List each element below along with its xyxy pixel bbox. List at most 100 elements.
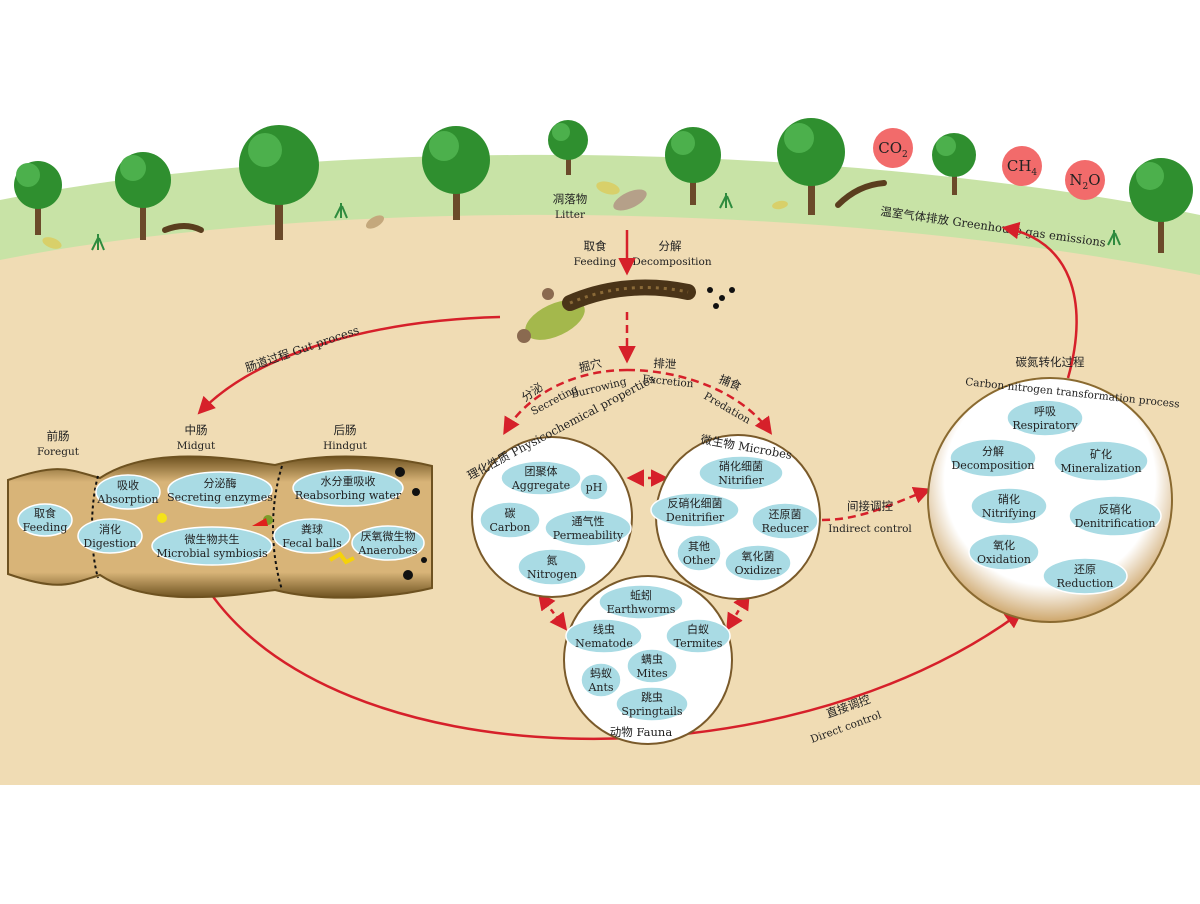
oval-label-en: Other — [683, 554, 716, 567]
millipede-icons — [162, 180, 887, 233]
oval-shape — [517, 548, 587, 586]
tree-icon — [422, 126, 490, 220]
oval-shape — [626, 648, 678, 684]
tree-icon — [239, 125, 319, 240]
gas-bubble: CH4 — [1002, 146, 1042, 186]
oval-shape — [598, 584, 684, 620]
oval-label-en: Nitrifier — [718, 474, 764, 487]
oval-label-cn: 水分重吸收 — [321, 474, 376, 488]
gut-process-arrow — [197, 315, 501, 415]
oval-label-en: Fecal balls — [282, 537, 342, 550]
oval-label-en: Denitrification — [1075, 517, 1156, 530]
foregut-label-cn: 前肠 — [47, 429, 70, 443]
indirect-control-en: Indirect control — [828, 523, 912, 535]
oval-shape — [665, 618, 731, 654]
gas-formula: CH4 — [1007, 157, 1038, 178]
oval-label-en: Secreting enzymes — [167, 491, 273, 504]
millipede-icon — [517, 279, 735, 343]
oval-label-en: Nitrogen — [527, 568, 577, 581]
oval-label-cn: 硝化细菌 — [719, 459, 763, 473]
gas-circle — [873, 128, 913, 168]
oval-label-cn: 呼吸 — [1034, 405, 1056, 418]
oval-shape — [970, 487, 1048, 525]
oval-label-en: Nematode — [575, 637, 633, 650]
oval-shape — [273, 518, 351, 554]
oval-label-cn: 线虫 — [593, 622, 615, 636]
oval-label-en: Earthworms — [607, 603, 676, 616]
oval-label-en: Anaerobes — [357, 544, 418, 557]
tree-icon — [548, 120, 588, 175]
oval-label-cn: 反硝化 — [1099, 502, 1132, 516]
oval-label-cn: 硝化 — [998, 492, 1020, 506]
foregut-label-en: Foregut — [37, 446, 80, 458]
oval-shape — [698, 455, 784, 491]
oval-label-cn: 粪球 — [301, 522, 323, 536]
oval-label-cn: 分解 — [982, 444, 1004, 458]
emission-arrow — [1001, 221, 1078, 379]
oval-shape — [500, 460, 582, 496]
oval-item: pH — [579, 473, 609, 501]
gas-bubble: CO2 — [873, 128, 913, 168]
gas-formula: CO2 — [878, 139, 908, 160]
oval-label-cn: 分泌酶 — [204, 477, 237, 490]
oval-label-en: Permeability — [553, 529, 624, 542]
oval-label-cn: 还原菌 — [769, 508, 802, 521]
oval-label-en: Microbial symbiosis — [156, 547, 268, 560]
soil-action-arrow-left — [503, 368, 628, 436]
oval-shape — [1068, 495, 1162, 537]
gut-items: 取食Feeding吸收Absorption消化Digestion分泌酶Secre… — [17, 469, 425, 566]
litter-leaf-icons — [42, 181, 788, 249]
oval-label-cn: 厌氧微生物 — [361, 529, 416, 543]
microbe-fauna-arrow — [726, 592, 750, 631]
oval-shape — [724, 544, 792, 582]
hindgut-label-cn: 后肠 — [334, 423, 357, 437]
oval-label-en: Reducer — [762, 522, 810, 535]
oval-label-cn: 蚂蚁 — [590, 667, 612, 680]
oval-label-en: Aggregate — [511, 479, 570, 492]
oval-shape — [1053, 440, 1149, 482]
oval-shape — [17, 503, 73, 537]
soil-action-arrow-right — [626, 368, 773, 435]
indirect-control-cn: 间接调控 — [847, 499, 893, 513]
phys-fauna-arrow — [537, 592, 568, 631]
oval-label-en: Reduction — [1057, 577, 1114, 590]
oval-label-cn: 白蚁 — [687, 622, 709, 636]
oval-label-cn: 氮 — [547, 553, 558, 567]
fauna-title: 动物 Fauna — [610, 725, 673, 739]
oval-label-en: Nitrifying — [982, 507, 1036, 520]
direct-control-arrow — [203, 584, 1023, 741]
oval-label-cn: 还原 — [1074, 563, 1096, 576]
oval-label-cn: 消化 — [99, 522, 121, 536]
oval-shape — [579, 473, 609, 501]
oval-shape — [292, 469, 404, 507]
oval-label-en: Springtails — [621, 705, 682, 718]
oval-label-en: Reabsorbing water — [295, 489, 402, 502]
oval-label-en: Carbon — [490, 521, 531, 534]
oval-shape — [565, 618, 643, 654]
oval-label-en: Respiratory — [1012, 419, 1078, 432]
oval-label-en: Mineralization — [1060, 462, 1141, 475]
oval-label-en: Decomposition — [951, 459, 1034, 472]
oval-shape — [615, 686, 689, 722]
oval-label-en: Mites — [636, 667, 668, 680]
oval-shape — [1042, 557, 1128, 595]
